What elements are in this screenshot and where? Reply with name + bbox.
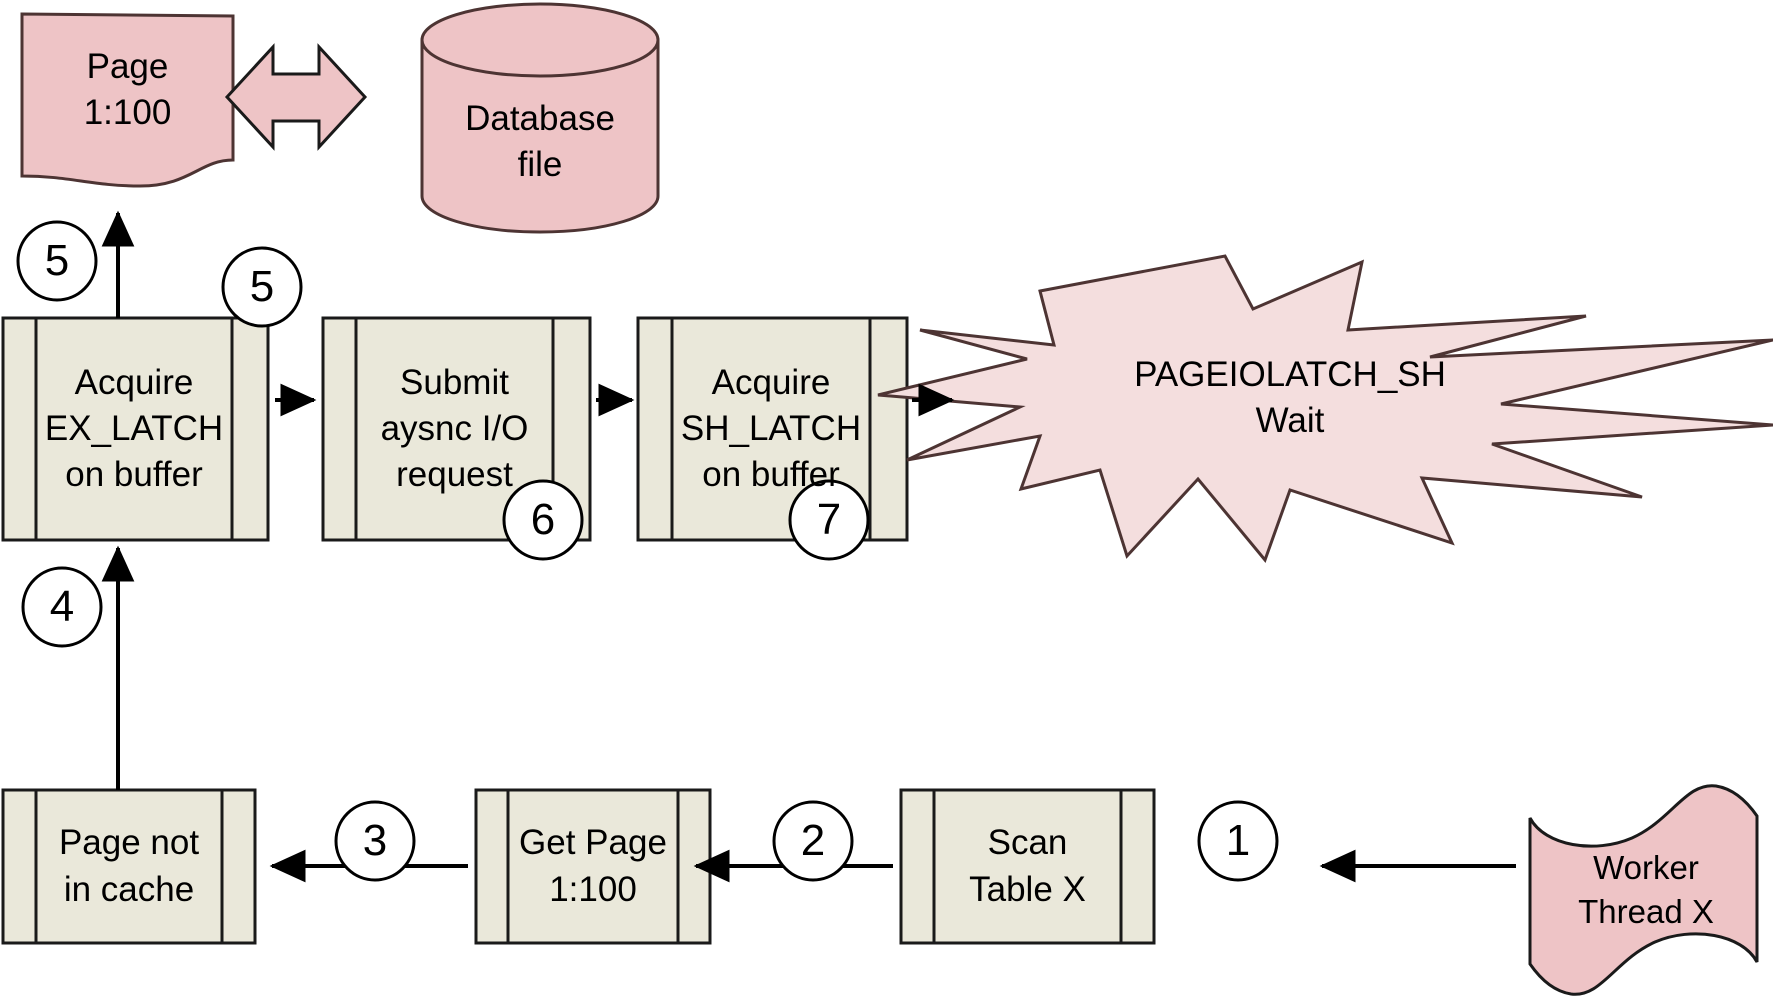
- step-1-label: 1: [1225, 816, 1251, 865]
- step-6-circle: [502, 479, 584, 561]
- bidirectional-arrow-shape: [224, 43, 368, 151]
- step-4-label: 4: [49, 582, 75, 631]
- step-3-label: 3: [362, 816, 388, 865]
- step-3-circle: [334, 800, 416, 882]
- pageiolatch-wait-shape: [877, 254, 1773, 563]
- page-buffer-shape: [20, 12, 235, 188]
- step-7-circle: [788, 479, 870, 561]
- step-1-circle: [1197, 800, 1279, 882]
- step-2-label: 2: [800, 816, 826, 865]
- step-5-page-label: 5: [44, 236, 70, 285]
- page-not-in-cache-shape: [1, 788, 257, 945]
- step-2-circle: [772, 800, 854, 882]
- step-7-label: 7: [816, 495, 842, 544]
- step-5-page-circle: [16, 220, 98, 302]
- scan-table-shape: [899, 788, 1156, 945]
- step-5-submit-circle: [221, 246, 303, 328]
- get-page-shape: [474, 788, 712, 945]
- step-4-circle: [21, 566, 103, 648]
- acquire-ex-latch-shape: [1, 316, 270, 542]
- database-file-shape: [420, 2, 660, 234]
- step-5-submit-label: 5: [249, 262, 275, 311]
- step-6-label: 6: [530, 495, 556, 544]
- worker-thread-shape: [1528, 784, 1759, 996]
